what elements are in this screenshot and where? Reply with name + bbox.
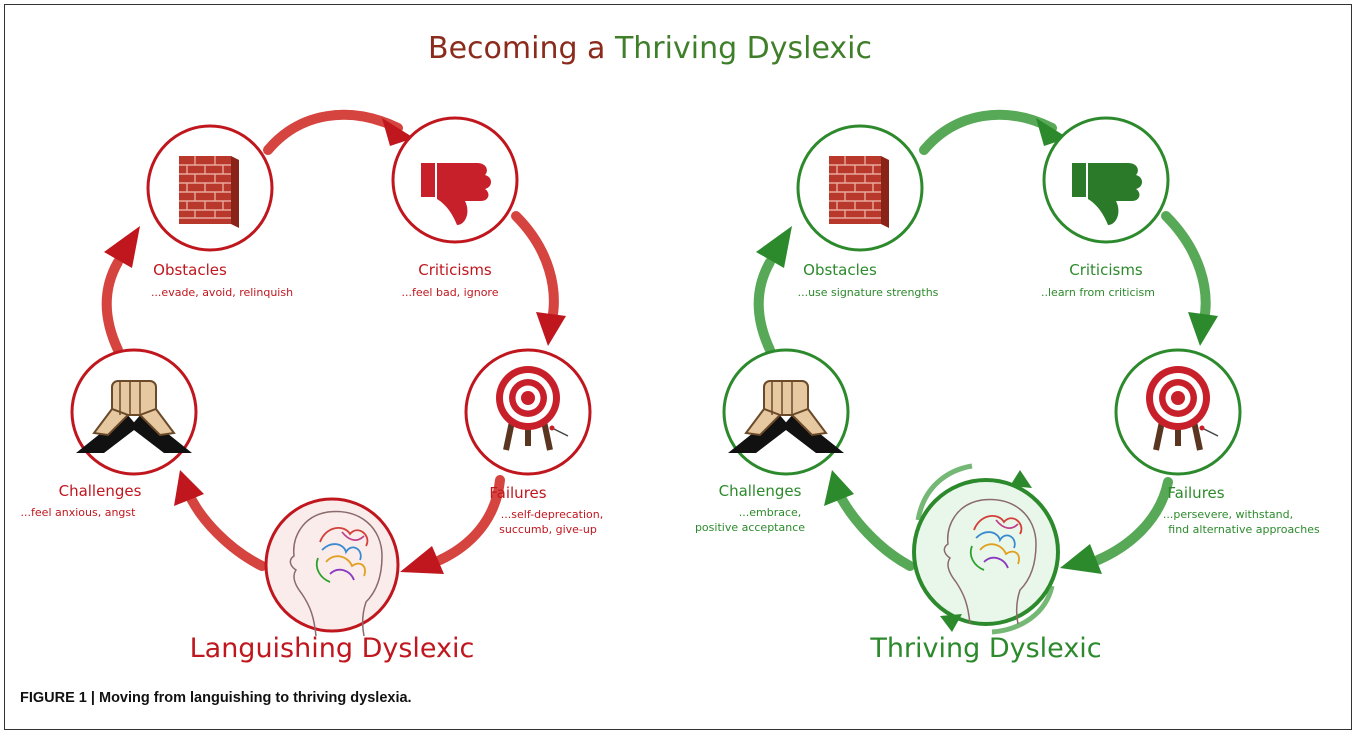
- languishing-label: Languishing Dyslexic: [190, 633, 475, 664]
- diagram-title: Becoming a Thriving Dyslexic: [428, 31, 872, 66]
- brick-wall-icon: [178, 155, 240, 229]
- title-part-1: Becoming a: [428, 31, 615, 66]
- thriving-cycle: Obstacles ...use signature strengths Cri…: [695, 109, 1320, 664]
- arrow-obstacles-to-criticisms: [919, 109, 1057, 155]
- criticisms-subtext: ..learn from criticism: [1041, 286, 1155, 299]
- arrow-failures-to-thriving: [1093, 477, 1173, 565]
- arrow-languishing-to-challenges: [183, 487, 267, 571]
- arrow-challenges-to-obstacles: [753, 257, 775, 355]
- criticisms-subtext: ...feel bad, ignore: [402, 286, 499, 299]
- failures-subtext-1: ...self-deprecation,: [501, 508, 603, 521]
- challenges-subtext-2: positive acceptance: [695, 521, 805, 534]
- arrow-thriving-to-challenges: [833, 487, 915, 571]
- arrow-challenges-to-obstacles: [101, 257, 123, 355]
- failures-subtext-2: find alternative approaches: [1168, 523, 1320, 536]
- arrow-obstacles-to-criticisms: [263, 109, 403, 155]
- languishing-node: [264, 497, 400, 633]
- challenges-subtext-1: ...embrace,: [739, 506, 802, 519]
- obstacles-label: Obstacles: [153, 261, 227, 279]
- challenges-subtext: ...feel anxious, angst: [21, 506, 137, 519]
- thriving-label: Thriving Dyslexic: [869, 633, 1101, 664]
- title-part-2: Thriving Dyslexic: [614, 31, 872, 66]
- failures-subtext-2: succumb, give-up: [499, 523, 597, 536]
- arrow-criticisms-to-failures: [511, 211, 559, 325]
- languishing-cycle: Obstacles ...evade, avoid, relinquish Cr…: [21, 109, 603, 664]
- failures-label: Failures: [1167, 484, 1224, 502]
- thumbs-down-icon: [421, 163, 491, 225]
- challenges-label: Challenges: [719, 482, 802, 500]
- brick-wall-icon: [828, 155, 890, 229]
- obstacles-subtext: ...use signature strengths: [798, 286, 939, 299]
- arrow-failures-to-languishing: [435, 475, 505, 565]
- criticisms-label: Criticisms: [1069, 261, 1143, 279]
- obstacles-label: Obstacles: [803, 261, 877, 279]
- thumbs-down-icon: [1072, 163, 1142, 225]
- challenges-label: Challenges: [59, 482, 142, 500]
- figure-caption: FIGURE 1 | Moving from languishing to th…: [20, 690, 412, 706]
- obstacles-subtext: ...evade, avoid, relinquish: [151, 286, 293, 299]
- failures-label: Failures: [489, 484, 546, 502]
- arrow-criticisms-to-failures: [1161, 211, 1211, 325]
- criticisms-label: Criticisms: [418, 261, 492, 279]
- failures-subtext-1: ...persevere, withstand,: [1163, 508, 1293, 521]
